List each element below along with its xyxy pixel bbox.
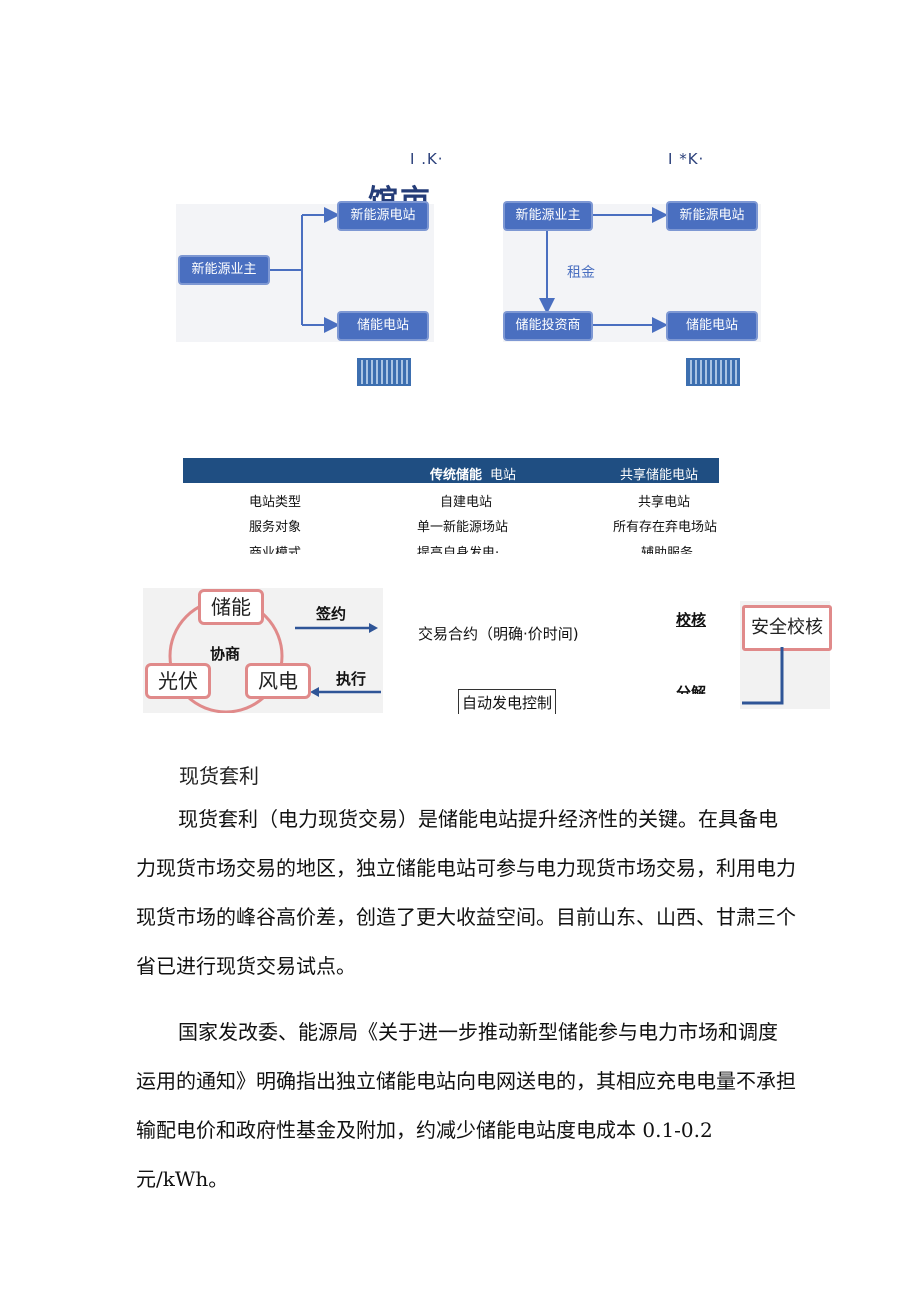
paragraph-text: 国家发改委、能源局《关于进一步推动新型储能参与电力市场和调度运用的通知》明确指出…: [136, 1020, 796, 1191]
mode-box-solar: 光伏: [145, 663, 211, 699]
section-heading: 现货套利: [179, 764, 259, 788]
split-label: 分解: [676, 684, 707, 694]
right-newenergy-station-node: 新能源电站: [668, 203, 756, 229]
agc-box: 自动发电控制: [458, 689, 557, 714]
safety-check-box: 安全校核: [742, 605, 832, 651]
execute-label: 执行: [336, 670, 367, 688]
left-owner-node: 新能源业主: [180, 257, 268, 283]
right-owner-node: 新能源业主: [505, 203, 591, 229]
table-header: 传统储能 电站 共享储能电站: [183, 458, 719, 483]
table-crop-mask: [180, 554, 740, 574]
table-cell: 自建电站: [440, 495, 493, 510]
table-header-col3: 共享储能电站: [620, 468, 699, 483]
table-header-col2-bold: 传统储能: [430, 468, 483, 483]
right-investor-node: 储能投资商: [505, 313, 591, 339]
battery-container-icon-right: [686, 358, 740, 386]
left-storage-station-node: 储能电站: [339, 313, 427, 339]
table-cell: 共享电站: [638, 495, 691, 510]
table-cell: 单一新能源场站: [417, 520, 509, 535]
left-diagram-lines: [270, 207, 668, 333]
battery-container-icon: [357, 358, 411, 386]
right-storage-station-node: 储能电站: [668, 313, 756, 339]
safety-connector-line: [742, 647, 784, 705]
table-cell: 服务对象: [249, 520, 302, 535]
mode-box-wind: 风电: [245, 663, 311, 699]
mode-box-storage: 储能: [198, 589, 264, 625]
paragraph-2: 国家发改委、能源局《关于进一步推动新型储能参与电力市场和调度运用的通知》明确指出…: [136, 1008, 796, 1204]
table-cell: 所有存在弃电场站: [613, 520, 718, 535]
check-label: 校核: [676, 611, 707, 629]
trade-contract-text: 交易合约（明确·价时间): [418, 625, 579, 643]
rent-label: 租金: [567, 265, 595, 281]
left-corner-mark: I .K·: [410, 150, 444, 168]
negotiate-label: 协商: [210, 645, 241, 663]
table-header-col2-rest: 电站: [490, 468, 517, 483]
paragraph-1: 现货套利（电力现货交易）是储能电站提升经济性的关键。在具备电力现货市场交易的地区…: [136, 795, 796, 991]
right-corner-mark: I *K·: [668, 150, 705, 168]
left-newenergy-station-node: 新能源电站: [339, 203, 427, 229]
paragraph-text: 现货套利（电力现货交易）是储能电站提升经济性的关键。在具备电力现货市场交易的地区…: [136, 807, 796, 978]
sign-label: 签约: [316, 605, 347, 623]
table-cell: 电站类型: [249, 495, 302, 510]
